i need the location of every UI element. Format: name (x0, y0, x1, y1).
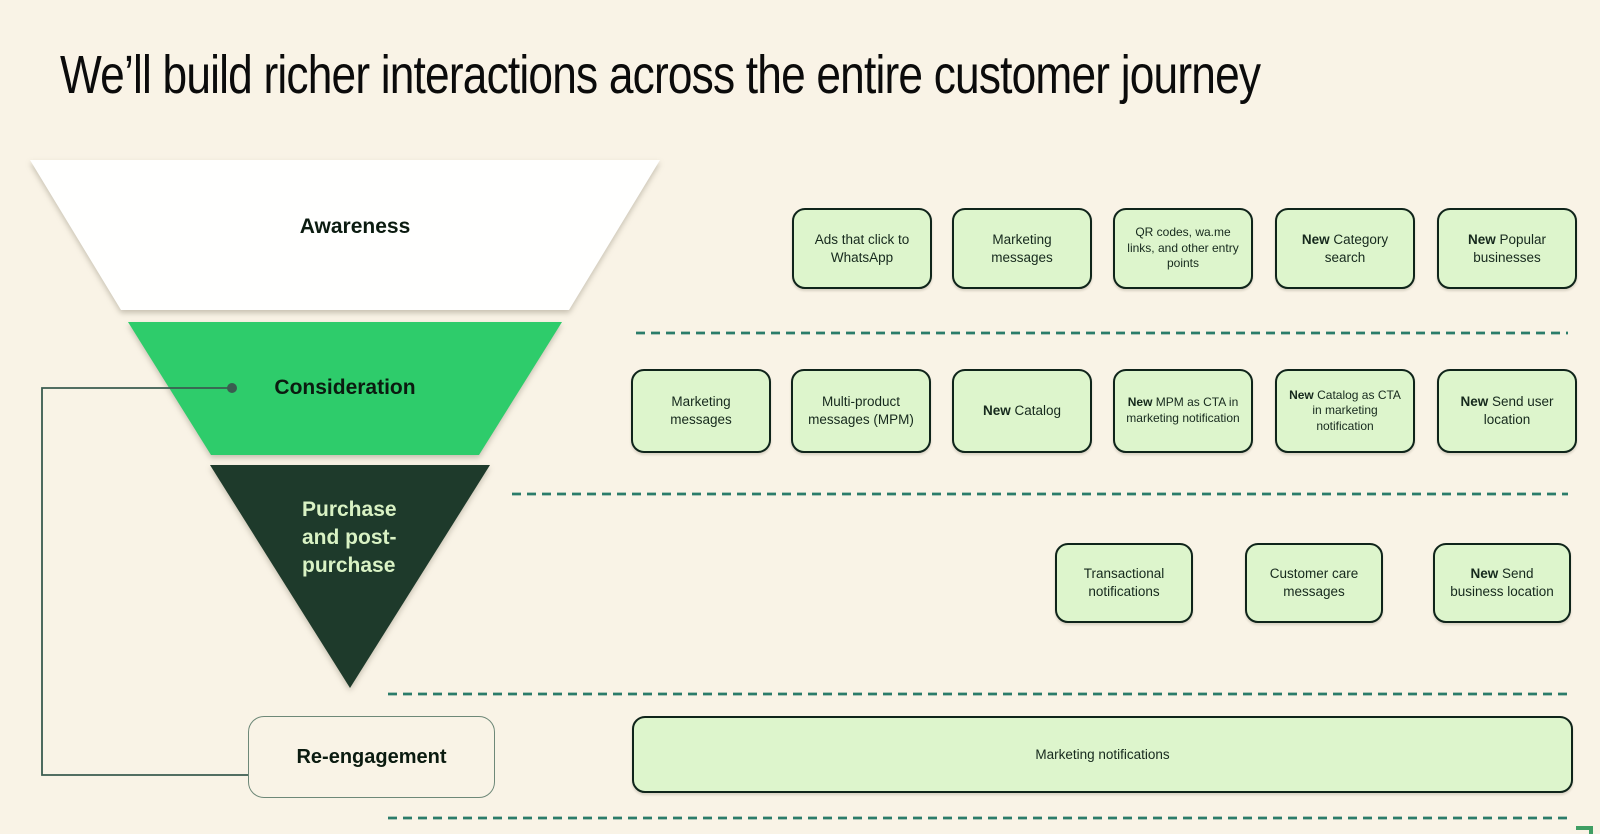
feature-box-consideration-5: New Catalog as CTA in marketing notifica… (1275, 369, 1415, 453)
feature-box-text: Marketing notifications (1035, 746, 1170, 762)
feature-box-text: Catalog (1014, 403, 1062, 419)
feature-box-label: Marketing notifications (1035, 746, 1169, 764)
feature-box-consideration-6: New Send user location (1437, 369, 1577, 453)
feature-box-label: Marketing messages (642, 393, 760, 429)
feature-box-text: Category search (1324, 231, 1389, 265)
feature-box-text: Marketing messages (991, 231, 1053, 265)
purchase-label-line-3: purchase (302, 554, 396, 577)
feature-box-text: Customer care messages (1269, 566, 1359, 599)
reengagement-label: Re-engagement (296, 745, 447, 768)
feature-box-text: Popular businesses (1473, 231, 1547, 265)
feature-box-consideration-1: Marketing messages (631, 369, 771, 453)
feature-box-consideration-4: New MPM as CTA in marketing notification (1113, 369, 1253, 453)
purchase-label-line-2: and post- (302, 526, 397, 549)
funnel-stage-awareness-label: Awareness (299, 215, 411, 238)
feature-box-label: New MPM as CTA in marketing notification (1124, 395, 1242, 426)
feature-box-label: Multi-product messages (MPM) (802, 393, 920, 429)
funnel-consideration-shape (128, 322, 562, 455)
feature-box-text: Send user location (1483, 394, 1554, 427)
feature-box-awareness-2: Marketing messages (952, 208, 1092, 289)
feature-box-label: New Send user location (1448, 393, 1566, 429)
new-badge-text: New (1301, 231, 1330, 247)
feature-box-label: Marketing messages (963, 231, 1081, 267)
new-badge-text: New (1470, 566, 1499, 582)
feature-box-label: New Catalog (983, 402, 1061, 420)
feature-box-consideration-2: Multi-product messages (MPM) (791, 369, 931, 453)
feature-box-label: QR codes, wa.me links, and other entry p… (1124, 225, 1242, 272)
feature-box-label: Customer care messages (1256, 565, 1372, 601)
feature-box-text: Ads that click to WhatsApp (814, 231, 910, 265)
feature-box-consideration-3: New Catalog (952, 369, 1092, 453)
feature-box-purchase-3: New Send business location (1433, 543, 1571, 623)
feature-box-text: Marketing messages (670, 394, 732, 427)
consideration-to-reengagement-connector (41, 387, 248, 776)
feature-box-text: MPM as CTA in marketing notification (1126, 395, 1240, 425)
feature-box-purchase-1: Transactional notifications (1055, 543, 1193, 623)
feature-box-label: New Category search (1286, 231, 1404, 267)
feature-box-text: QR codes, wa.me links, and other entry p… (1127, 225, 1239, 271)
connector-dot (227, 383, 237, 393)
feature-box-awareness-4: New Category search (1275, 208, 1415, 289)
feature-box-label: New Catalog as CTA in marketing notifica… (1286, 388, 1404, 435)
new-badge-text: New (1289, 387, 1314, 402)
new-badge-text: New (982, 403, 1011, 419)
feature-box-text: Catalog as CTA in marketing notification (1312, 387, 1401, 433)
new-badge-text: New (1467, 231, 1496, 247)
feature-box-label: New Popular businesses (1448, 231, 1566, 267)
feature-box-text: Send business location (1450, 566, 1554, 599)
feature-box-label: New Send business location (1444, 565, 1560, 601)
feature-box-awareness-3: QR codes, wa.me links, and other entry p… (1113, 208, 1253, 289)
funnel-purchase-shape (210, 465, 490, 688)
funnel-awareness-shape (30, 160, 660, 310)
feature-box-label: Ads that click to WhatsApp (803, 231, 921, 267)
funnel-stage-consideration-label: Consideration (274, 376, 416, 399)
funnel-stage-reengagement-box: Re-engagement (248, 716, 495, 798)
feature-box-purchase-2: Customer care messages (1245, 543, 1383, 623)
new-badge-text: New (1127, 395, 1153, 410)
funnel-stage-purchase-label: Purchase and post- purchase (302, 496, 442, 580)
corner-decoration-mark (1576, 826, 1593, 834)
feature-box-label: Transactional notifications (1066, 565, 1182, 601)
feature-box-awareness-1: Ads that click to WhatsApp (792, 208, 932, 289)
feature-box-text: Multi-product messages (MPM) (808, 394, 914, 427)
purchase-label-line-1: Purchase (302, 498, 397, 521)
new-badge-text: New (1460, 394, 1489, 410)
feature-box-awareness-5: New Popular businesses (1437, 208, 1577, 289)
feature-box-text: Transactional notifications (1083, 566, 1165, 599)
feature-box-reengagement-1: Marketing notifications (632, 716, 1573, 793)
page-title: We’ll build richer interactions across t… (60, 45, 1261, 105)
